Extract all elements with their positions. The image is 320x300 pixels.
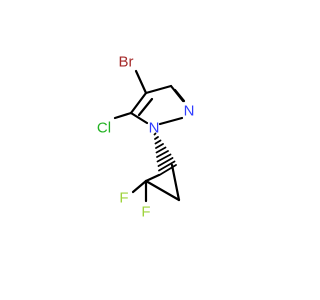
- bond-c4-br: [134, 69, 148, 95]
- chlorine-atom-label: Cl: [97, 120, 111, 137]
- single-bond-n1-cp: [144, 173, 161, 183]
- bromine-atom-label: Br: [119, 54, 134, 71]
- bonds: [113, 69, 186, 203]
- fluorine-2-atom-label: F: [141, 204, 150, 221]
- bond-c4-c3: [144, 84, 173, 95]
- bond-c4-c5: [129, 91, 148, 115]
- molecule-structure: Br Cl N N F F: [97, 54, 195, 221]
- fluorine-1-atom-label: F: [119, 190, 128, 207]
- nitrogen-n2-atom-label: N: [184, 103, 195, 120]
- bond-cf2-f1: [131, 179, 148, 194]
- bond-c3-n2-double: [173, 88, 186, 103]
- bond-c5-cl: [113, 111, 133, 120]
- nitrogen-n1-atom-label: N: [149, 120, 160, 137]
- bond-cp-c1-c3: [170, 163, 181, 202]
- bond-cp-c2-c3: [144, 179, 181, 202]
- bond-c5-n1: [129, 111, 149, 125]
- bond-c4-c5-double: [137, 97, 154, 117]
- hashed-wedge-bond: [153, 132, 177, 176]
- bond-n1-n2: [158, 116, 184, 126]
